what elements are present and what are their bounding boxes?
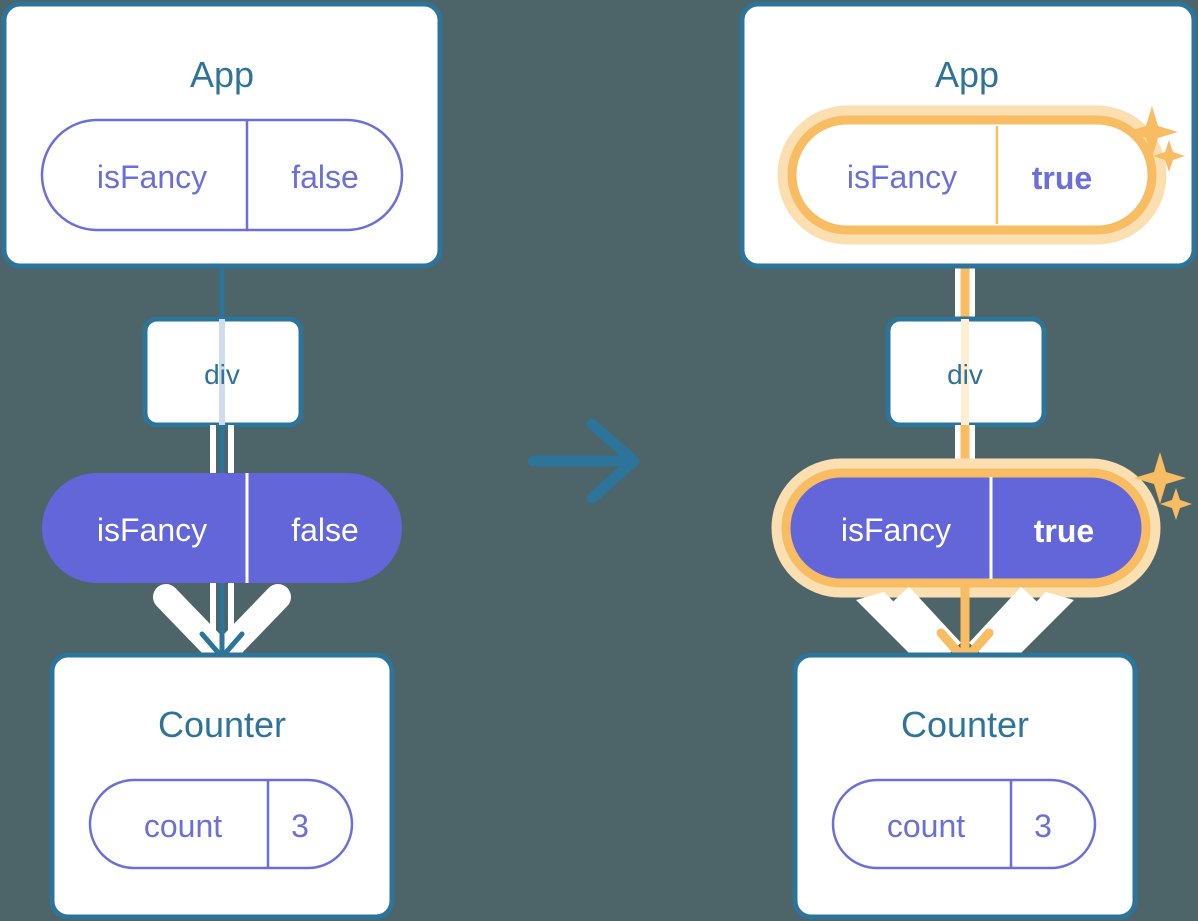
app-state-pill-ring-right bbox=[787, 115, 1157, 235]
counter-state-pill-key-left: count bbox=[144, 808, 222, 844]
counter-title-right: Counter bbox=[901, 704, 1029, 745]
arrow-right-icon bbox=[527, 418, 640, 504]
counter-state-pill-value-right: 3 bbox=[1034, 808, 1052, 844]
counter-state-pill-right: count 3 bbox=[831, 778, 1097, 870]
app-state-pill-left: isFancy false bbox=[40, 118, 404, 232]
sparkle-icon-prop-right bbox=[1134, 452, 1192, 520]
app-state-pill-key-left: isFancy bbox=[97, 159, 207, 195]
div-label-right: div bbox=[947, 359, 983, 390]
counter-box-right: Counter count 3 bbox=[792, 652, 1138, 920]
app-state-pill-key-right: isFancy bbox=[847, 159, 957, 195]
div-label-left: div bbox=[204, 359, 240, 390]
render-rays-right bbox=[856, 586, 1074, 664]
app-title-right: App bbox=[935, 54, 999, 95]
app-state-pill-value-right: true bbox=[1032, 160, 1092, 196]
prop-pill-value-left: false bbox=[291, 512, 359, 548]
div-box-right: div bbox=[885, 316, 1047, 428]
prop-pill-value-right: true bbox=[1034, 513, 1094, 549]
prop-pill-key-left: isFancy bbox=[97, 512, 207, 548]
connector-div-to-prop-left bbox=[210, 425, 234, 480]
counter-state-pill-left: count 3 bbox=[88, 778, 354, 870]
prop-pill-right: isFancy true bbox=[771, 458, 1161, 598]
app-state-pill-value-left: false bbox=[291, 159, 359, 195]
app-state-pill-right: isFancy true bbox=[777, 105, 1167, 245]
counter-box-left: Counter count 3 bbox=[49, 652, 395, 920]
app-title-left: App bbox=[190, 54, 254, 95]
prop-pill-left: isFancy false bbox=[42, 473, 402, 583]
counter-state-pill-key-right: count bbox=[887, 808, 965, 844]
app-box-left: App isFancy false bbox=[1, 1, 443, 269]
counter-title-left: Counter bbox=[158, 704, 286, 745]
sparkle-icon-app-right bbox=[1126, 106, 1185, 172]
prop-pill-key-right: isFancy bbox=[841, 512, 951, 548]
div-box-left: div bbox=[142, 316, 304, 428]
counter-state-pill-value-left: 3 bbox=[291, 808, 309, 844]
app-box-right: App isFancy true bbox=[739, 1, 1197, 269]
